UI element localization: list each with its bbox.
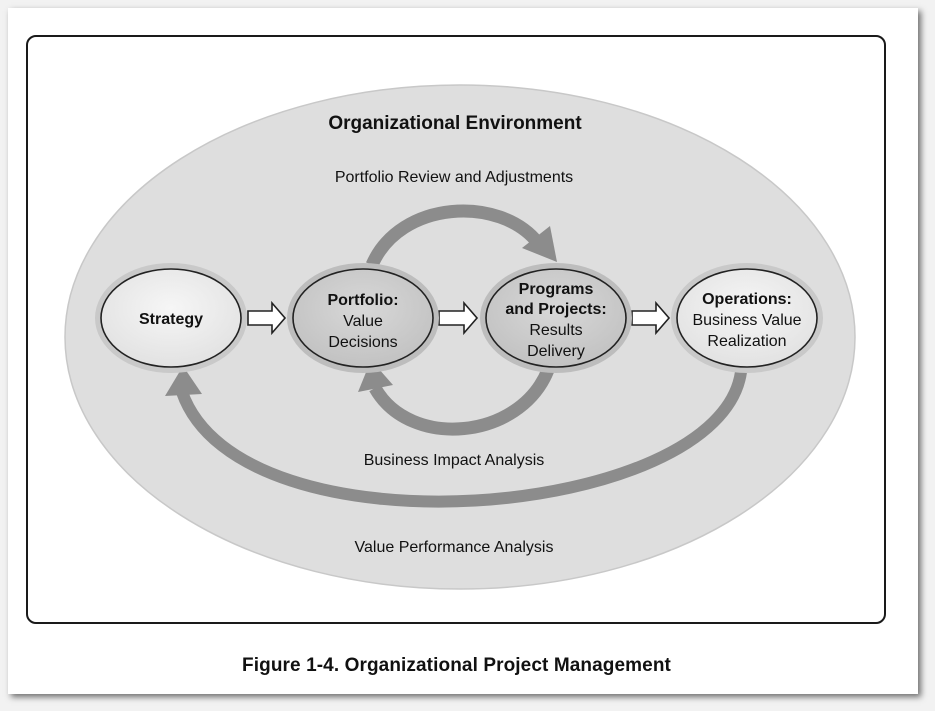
programs-line-1: Results <box>529 322 582 339</box>
portfolio-node: Portfolio: Value Decisions <box>287 263 439 373</box>
portfolio-line-2: Decisions <box>328 334 397 351</box>
operations-line-2: Realization <box>707 333 786 350</box>
portfolio-review-label: Portfolio Review and Adjustments <box>335 169 573 186</box>
strategy-node: Strategy <box>95 263 247 373</box>
portfolio-title: Portfolio: <box>327 292 398 309</box>
operations-node: Operations: Business Value Realization <box>671 263 823 373</box>
portfolio-line-1: Value <box>343 313 383 330</box>
programs-projects-node: Programs and Projects: Results Delivery <box>480 263 632 373</box>
portfolio-review-arrow <box>366 204 557 268</box>
strategy-label: Strategy <box>139 311 203 328</box>
operations-line-1: Business Value <box>692 312 801 329</box>
value-performance-arrow <box>165 366 747 508</box>
environment-title: Organizational Environment <box>328 113 582 134</box>
arrow-portfolio-to-programs <box>438 300 479 336</box>
business-impact-arrow <box>358 360 555 436</box>
programs-title-line-2: and Projects: <box>505 301 606 318</box>
arrow-programs-to-operations <box>631 300 671 336</box>
figure-caption: Figure 1-4. Organizational Project Manag… <box>242 655 671 676</box>
programs-line-2: Delivery <box>527 343 585 360</box>
value-performance-label: Value Performance Analysis <box>355 539 554 556</box>
arrow-strategy-to-portfolio <box>247 300 287 336</box>
business-impact-label: Business Impact Analysis <box>364 452 545 469</box>
operations-title: Operations: <box>702 291 792 308</box>
programs-title-line-1: Programs <box>519 281 594 298</box>
